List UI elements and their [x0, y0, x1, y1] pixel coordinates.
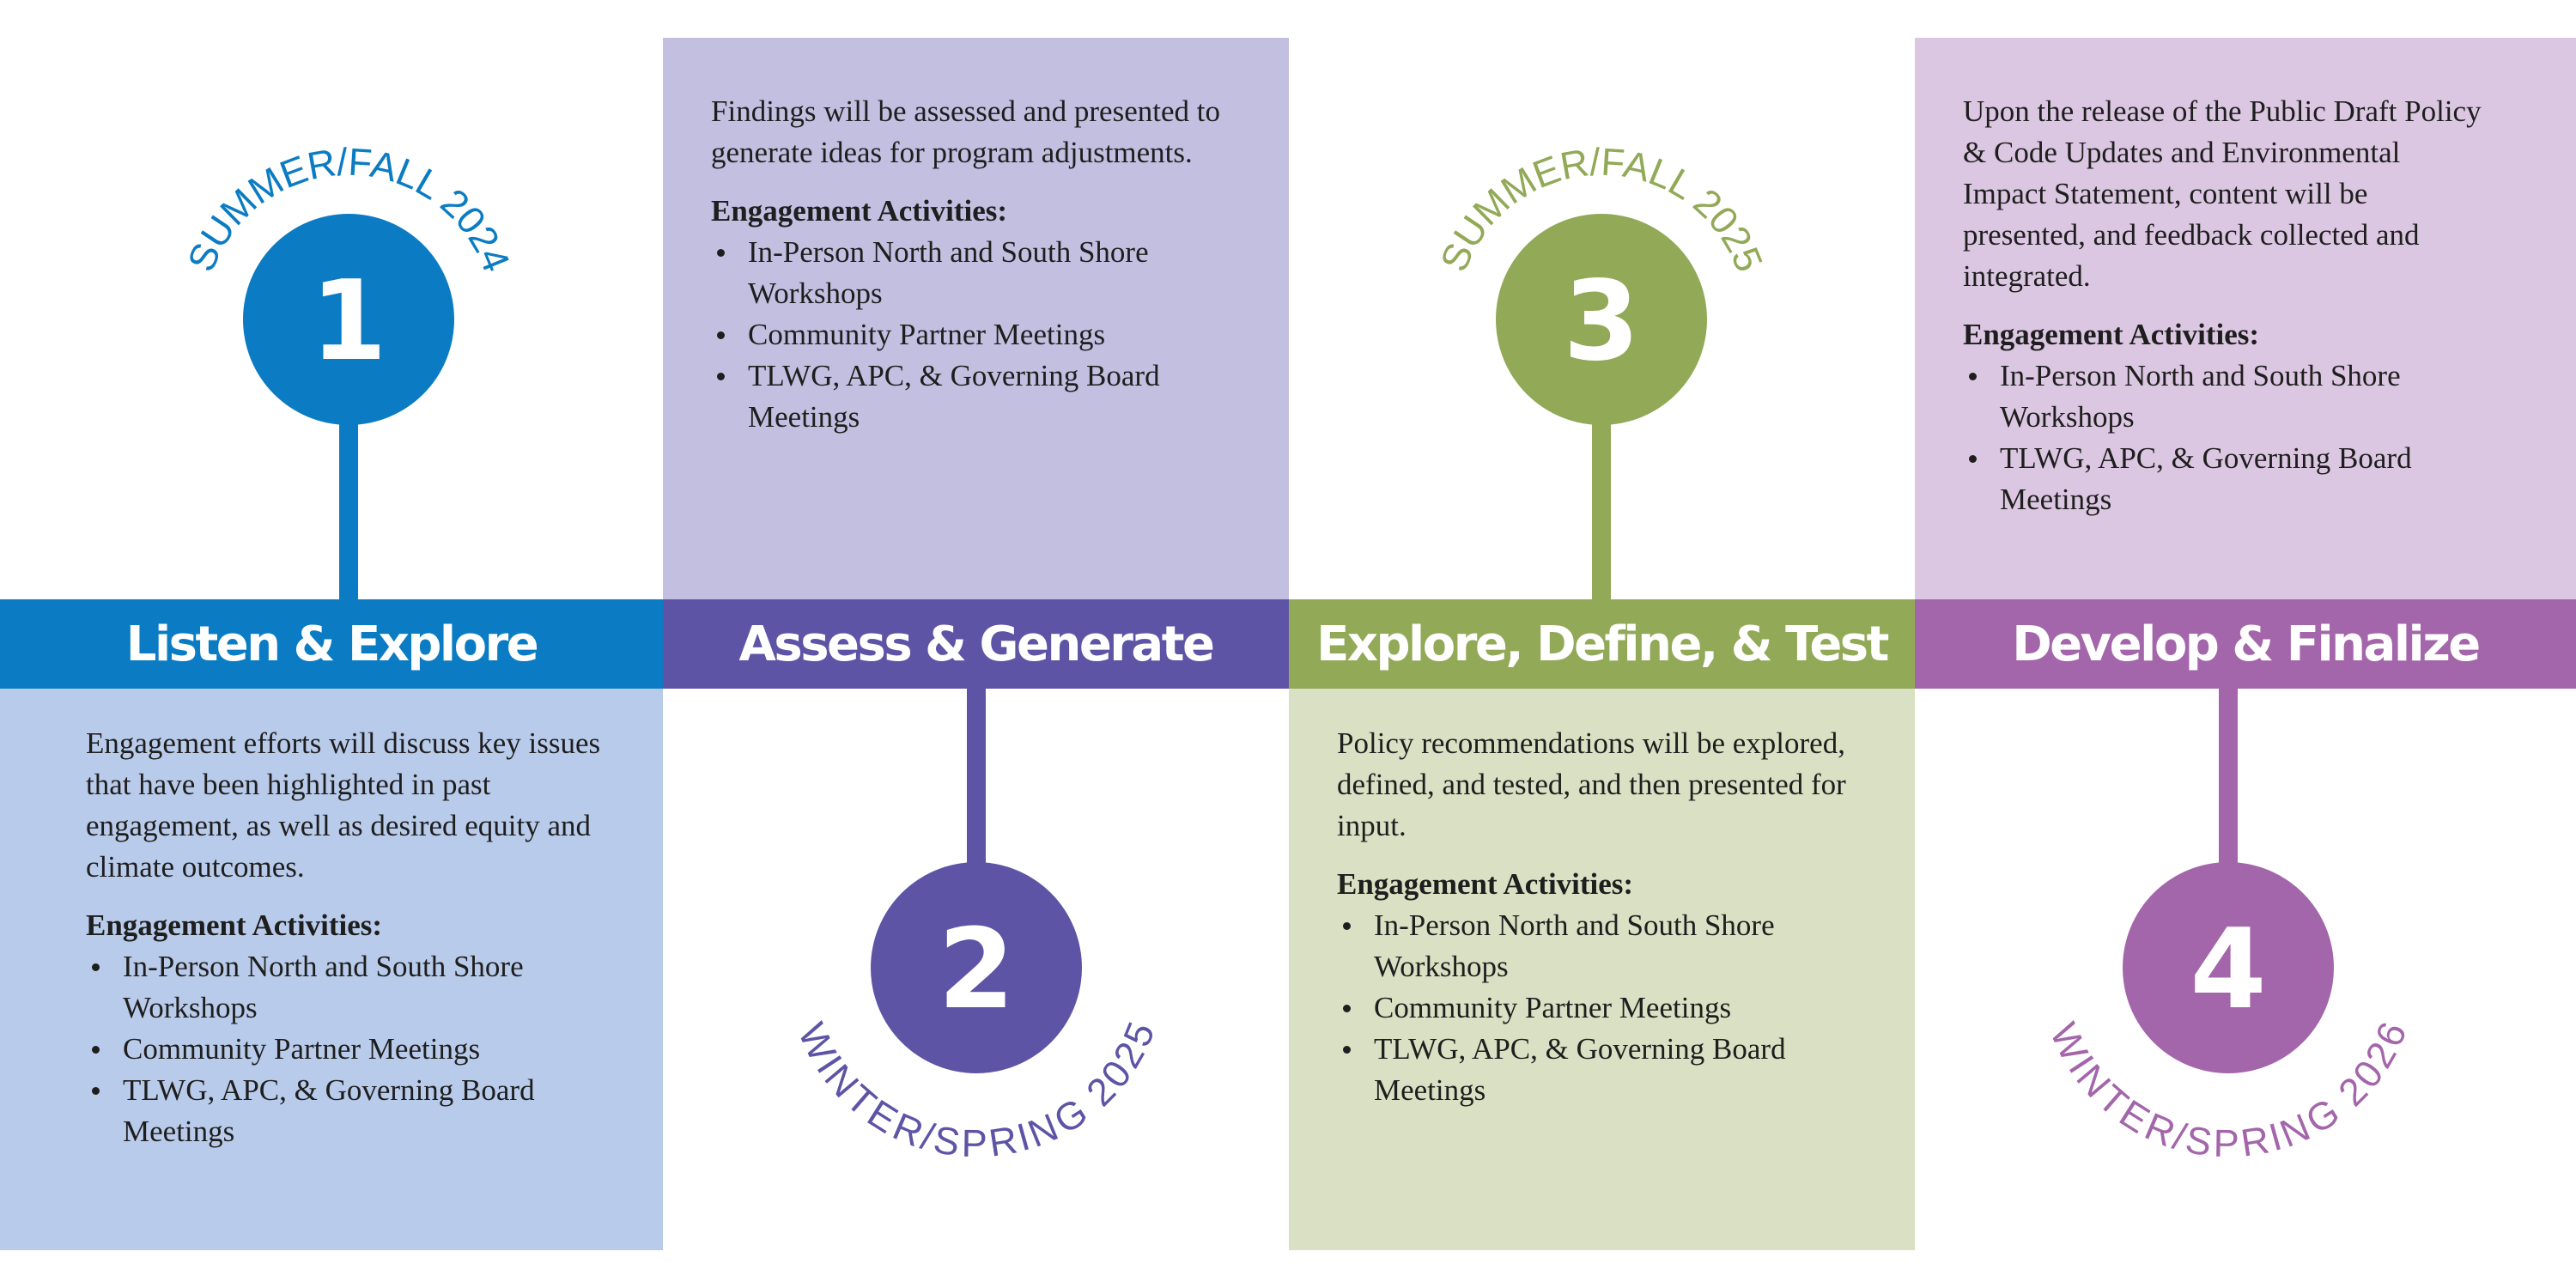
phase-3-activity: TLWG, APC, & Governing Board Meetings [1337, 1029, 1869, 1111]
svg-text:WINTER/SPRING 2026: WINTER/SPRING 2026 [2042, 1016, 2415, 1165]
phase-1-text: Engagement efforts will discuss key issu… [86, 723, 601, 1152]
phase-1-description: Engagement efforts will discuss key issu… [86, 726, 601, 884]
phase-1-connector [339, 412, 358, 601]
phase-2-text: Findings will be assessed and presented … [711, 91, 1226, 438]
phase-4-text: Upon the release of the Public Draft Pol… [1963, 91, 2487, 520]
phase-3-panel [1289, 689, 1915, 1250]
phase-4-number: 4 [2190, 906, 2267, 1034]
phase-3-activity: In-Person North and South Shore Workshop… [1337, 905, 1869, 987]
phase-2-activity: TLWG, APC, & Governing Board Meetings [711, 355, 1226, 438]
phase-2-number-circle: 2 [871, 862, 1082, 1073]
svg-text:SUMMER/FALL 2024: SUMMER/FALL 2024 [179, 140, 519, 277]
svg-text:SUMMER/FALL 2025: SUMMER/FALL 2025 [1431, 140, 1771, 277]
phase-1-panel [0, 689, 663, 1250]
phase-2-activity: Community Partner Meetings [711, 314, 1226, 355]
phase-2-activities-list: In-Person North and South Shore Workshop… [711, 232, 1226, 438]
phase-4-description: Upon the release of the Public Draft Pol… [1963, 94, 2482, 293]
phase-3-timeframe-text: SUMMER/FALL 2025 [1431, 140, 1771, 277]
phase-4-activity: In-Person North and South Shore Workshop… [1963, 355, 2487, 438]
phase-3-band: Explore, Define, & Test [1289, 599, 1915, 689]
phase-3-number-circle: 3 [1496, 214, 1707, 425]
phase-3-activities-list: In-Person North and South Shore Workshop… [1337, 905, 1869, 1111]
phase-4-activities-list: In-Person North and South Shore Workshop… [1963, 355, 2487, 520]
phase-3-number: 3 [1563, 258, 1640, 386]
phase-2-activity: In-Person North and South Shore Workshop… [711, 232, 1226, 314]
phase-4-number-circle: 4 [2123, 862, 2334, 1073]
phase-4-connector [2219, 687, 2238, 867]
phase-4-activities-heading: Engagement Activities: [1963, 318, 2260, 351]
phase-4-activity: TLWG, APC, & Governing Board Meetings [1963, 438, 2487, 520]
phase-2: 2 WINTER/SPRING 2025 Assess & Generate F… [663, 0, 1289, 1288]
phase-2-activities-heading: Engagement Activities: [711, 194, 1008, 228]
phase-2-connector [967, 687, 986, 867]
phase-4-timeframe: WINTER/SPRING 2026 [2042, 1016, 2415, 1165]
phase-2-timeframe: WINTER/SPRING 2025 [790, 1016, 1163, 1165]
phase-1-band: Listen & Explore [0, 599, 663, 689]
phase-3-activity: Community Partner Meetings [1337, 987, 1869, 1029]
phase-3-timeframe: SUMMER/FALL 2025 [1431, 140, 1771, 277]
phase-2-title: Assess & Generate [738, 616, 1215, 672]
phase-2-band: Assess & Generate [663, 599, 1289, 689]
phase-4-panel [1915, 38, 2576, 599]
phase-1-activities-list: In-Person North and South Shore Workshop… [86, 946, 601, 1152]
phase-3-activities-heading: Engagement Activities: [1337, 867, 1634, 901]
phase-4-timeframe-text: WINTER/SPRING 2026 [2042, 1016, 2415, 1165]
phase-2-panel [663, 38, 1289, 599]
phase-1-number-circle: 1 [243, 214, 454, 425]
phase-1-timeframe-text: SUMMER/FALL 2024 [179, 140, 519, 277]
phase-1: 1 SUMMER/FALL 2024 Listen & Explore Enga… [0, 0, 663, 1288]
phase-3-description: Policy recommendations will be explored,… [1337, 726, 1846, 842]
phase-1-number: 1 [310, 258, 387, 386]
phase-2-description: Findings will be assessed and presented … [711, 94, 1220, 169]
phase-2-number: 2 [938, 906, 1015, 1034]
phase-1-activity: In-Person North and South Shore Workshop… [86, 946, 601, 1029]
phase-1-activity: TLWG, APC, & Governing Board Meetings [86, 1070, 601, 1152]
phase-4-title: Develop & Finalize [2012, 616, 2481, 672]
phase-4-band: Develop & Finalize [1915, 599, 2576, 689]
phase-2-timeframe-text: WINTER/SPRING 2025 [790, 1016, 1163, 1165]
phase-4: 4 WINTER/SPRING 2026 Develop & Finalize … [1915, 0, 2576, 1288]
phase-1-activities-heading: Engagement Activities: [86, 908, 383, 942]
phase-3-text: Policy recommendations will be explored,… [1337, 723, 1869, 1111]
svg-text:WINTER/SPRING 2025: WINTER/SPRING 2025 [790, 1016, 1163, 1165]
phase-1-title: Listen & Explore [125, 616, 539, 672]
phase-3: 3 SUMMER/FALL 2025 Explore, Define, & Te… [1289, 0, 1915, 1288]
phase-1-activity: Community Partner Meetings [86, 1029, 601, 1070]
phase-3-connector [1592, 412, 1611, 601]
phase-1-timeframe: SUMMER/FALL 2024 [179, 140, 519, 277]
phase-3-title: Explore, Define, & Test [1316, 616, 1889, 672]
